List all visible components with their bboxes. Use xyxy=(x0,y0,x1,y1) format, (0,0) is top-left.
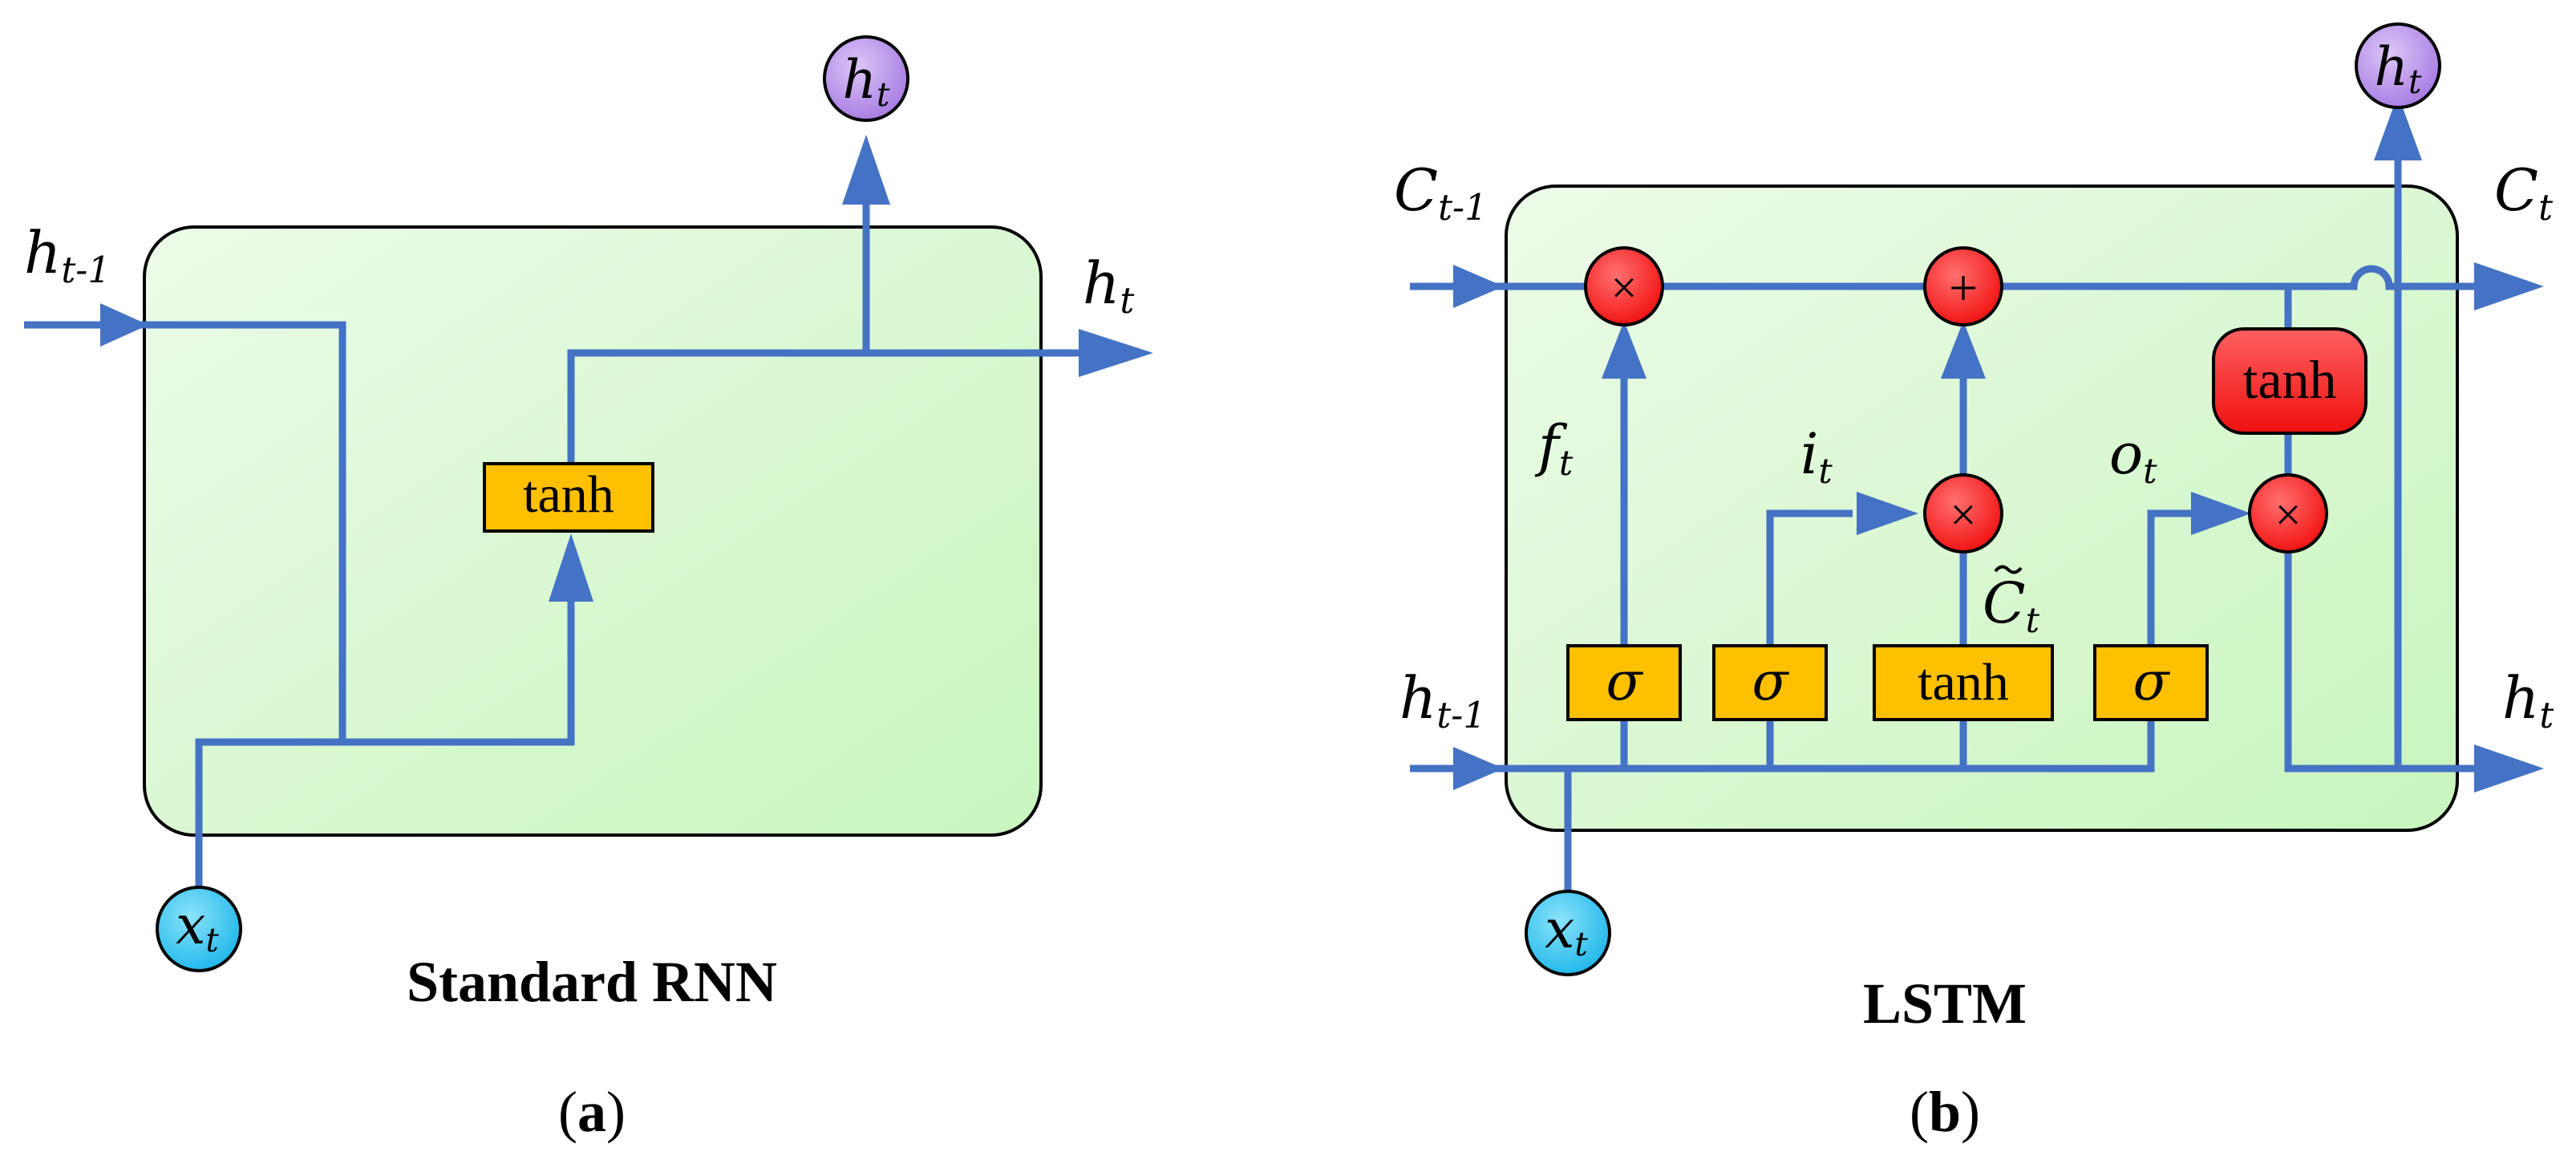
lstm-panel-label: (b) xyxy=(1910,1080,1980,1144)
lstm-forget-multiply-symbol: × xyxy=(1611,262,1638,314)
lstm-cell-tanh-box xyxy=(2212,327,2367,435)
lstm-forget-multiply: × xyxy=(1584,246,1664,327)
lstm-output-multiply: × xyxy=(2248,473,2328,554)
lstm-arrow-input-gate xyxy=(1857,492,1918,535)
lstm-candidate-label: Ct xyxy=(1983,565,2040,641)
lstm-arrow-hprev xyxy=(1453,747,1504,790)
lstm-cprev-label: Ct-1 xyxy=(1394,156,1488,229)
lstm-forget-sigma-box xyxy=(1566,644,1682,721)
lstm-output-circle xyxy=(2355,22,2441,109)
rnn-panel: tanh ht xt ht-1 ht Standard RNN (a) xyxy=(24,35,1153,1144)
lstm-arrow-plus xyxy=(1941,321,1986,379)
lstm-input-multiply-symbol: × xyxy=(1950,489,1977,541)
lstm-output-sigma-label: σ xyxy=(2132,651,2170,712)
lstm-wire-output xyxy=(2284,551,2486,773)
rnn-panel-label: (a) xyxy=(558,1080,626,1144)
rnn-arrow-hprev xyxy=(100,303,148,347)
rnn-output-circle xyxy=(823,35,909,122)
lstm-output-sigma-box xyxy=(2093,644,2209,721)
rnn-input-circle xyxy=(156,886,242,972)
lstm-arrow-output-gate xyxy=(2191,492,2251,535)
lstm-hprev-label: ht-1 xyxy=(1399,664,1486,736)
lstm-forget-gate-label: ft xyxy=(1534,413,1574,484)
lstm-input-circle-label: xt xyxy=(1545,898,1588,963)
lstm-add-symbol: + xyxy=(1949,259,1978,316)
lstm-arrow-hout xyxy=(2474,744,2544,793)
lstm-input-multiply: × xyxy=(1923,473,2003,554)
lstm-candidate-tanh-label: tanh xyxy=(1918,653,2009,712)
rnn-tanh-box xyxy=(483,462,654,533)
lstm-title: LSTM xyxy=(1863,971,2027,1036)
lstm-arrow-cprev xyxy=(1453,265,1504,308)
lstm-wire-cell-state-a xyxy=(1410,265,2486,290)
lstm-cell-tanh-label: tanh xyxy=(2242,349,2336,410)
lstm-hout-label: ht xyxy=(2502,664,2554,736)
lstm-input-circle xyxy=(1525,890,1611,976)
rnn-arrow-up xyxy=(842,135,890,205)
rnn-arrow-tanh-in xyxy=(549,533,593,602)
lstm-input-gate-label: it xyxy=(1800,421,1833,492)
lstm-input-sigma-box xyxy=(1712,644,1828,721)
lstm-arrow-cout xyxy=(2474,262,2544,310)
lstm-forget-sigma-label: σ xyxy=(1606,651,1643,712)
lstm-wire-hidden-bottom xyxy=(1410,509,2207,773)
lstm-candidate-tanh-box xyxy=(1873,644,2054,721)
rnn-hprev-label: ht-1 xyxy=(24,219,111,291)
rnn-wire-tanh-out xyxy=(567,349,1091,481)
lstm-input-sigma-label: σ xyxy=(1752,651,1789,712)
rnn-wire-x xyxy=(195,590,575,890)
rnn-output-circle-label: ht xyxy=(843,49,891,114)
rnn-title: Standard RNN xyxy=(407,950,777,1014)
lstm-output-gate-label: ot xyxy=(2109,421,2157,492)
rnn-arrow-hout xyxy=(1079,329,1153,377)
rnn-hout-label: ht xyxy=(1083,249,1134,322)
lstm-add-node: + xyxy=(1923,246,2003,327)
rnn-tanh-label: tanh xyxy=(523,465,614,524)
lstm-output-multiply-symbol: × xyxy=(2275,489,2302,541)
lstm-arrow-forget xyxy=(1602,321,1646,379)
lstm-output-circle-label: ht xyxy=(2375,36,2423,101)
lstm-arrow-up xyxy=(2374,95,2422,160)
rnn-input-circle-label: xt xyxy=(176,894,219,959)
svg-text:Ct: Ct xyxy=(1983,570,2040,641)
lstm-cout-label: Ct xyxy=(2494,156,2553,229)
lstm-panel: × + × × tanh σ σ tanh σ ht xt xyxy=(1394,22,2554,1144)
